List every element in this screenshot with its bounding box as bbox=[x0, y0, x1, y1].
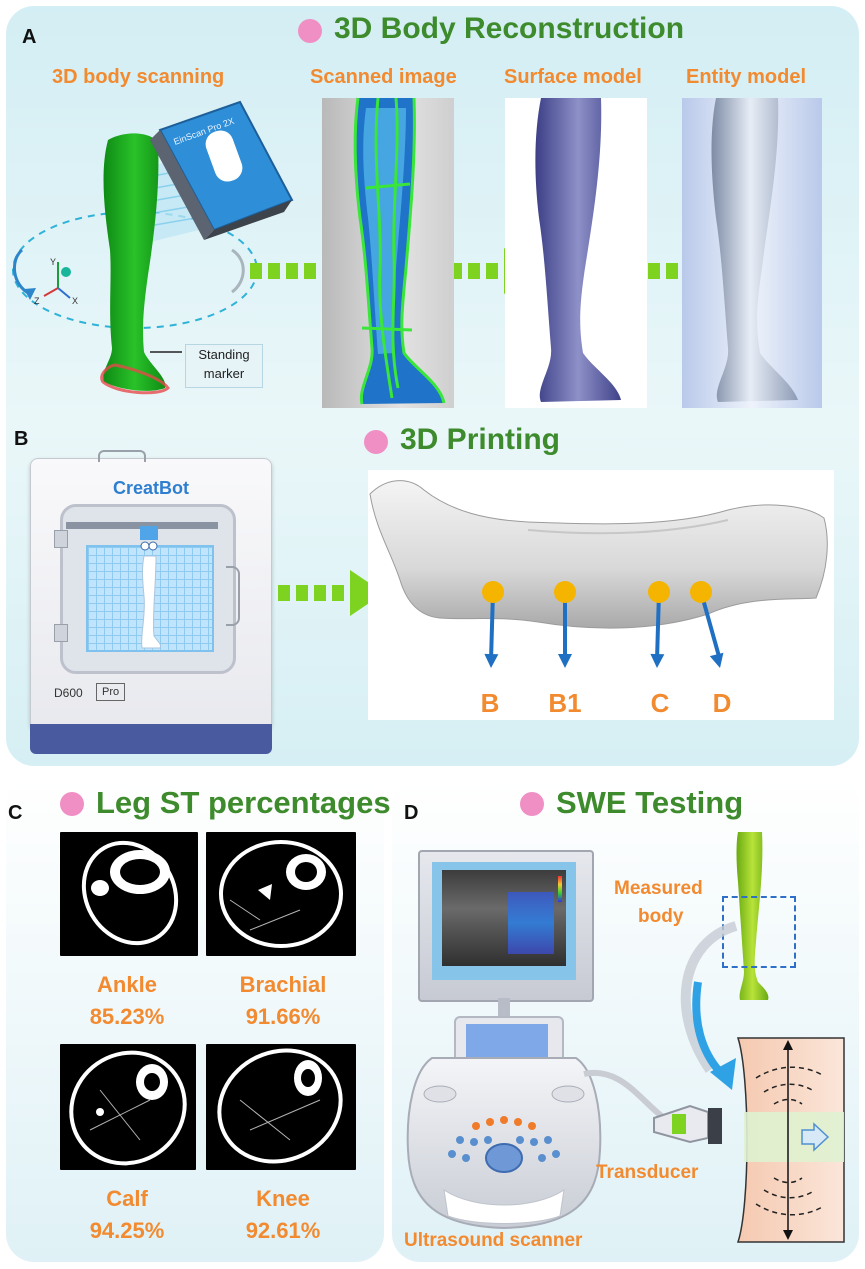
step-label-scanned-image: Scanned image bbox=[310, 66, 457, 88]
standing-marker-line2: marker bbox=[203, 366, 245, 381]
transducer-icon bbox=[653, 1104, 722, 1144]
swe-title: SWE Testing bbox=[556, 785, 744, 820]
measurement-point-c bbox=[648, 581, 670, 603]
measurement-arrow-c bbox=[655, 591, 661, 661]
reconstruction-title: 3D Body Reconstruction bbox=[334, 12, 685, 45]
measurement-label-c: C bbox=[651, 688, 670, 718]
wave-direction-arrow-icon bbox=[801, 1122, 830, 1152]
handheld-scanner: EinScan Pro 2X bbox=[150, 100, 294, 240]
measurement-point-b1 bbox=[554, 581, 576, 603]
title-bullet-icon bbox=[298, 19, 322, 43]
section-name-knee: Knee bbox=[256, 1186, 310, 1211]
title-bullet-icon bbox=[520, 792, 544, 816]
rotate-right-icon bbox=[231, 248, 245, 294]
standing-marker-outline bbox=[100, 363, 170, 395]
step-label-scanning: 3D body scanning bbox=[52, 66, 225, 88]
measurement-arrowhead-b bbox=[484, 653, 499, 668]
measurement-points: B B1 C D bbox=[481, 581, 732, 718]
panel-label-d: D bbox=[404, 802, 419, 824]
measurement-label-d: D bbox=[713, 688, 732, 718]
measured-body-leg bbox=[736, 832, 769, 1000]
scanning-scene: Y X Z EinScan Pro 2X bbox=[12, 100, 294, 395]
printer-model-label: D600 bbox=[54, 686, 83, 700]
measured-body-label-line1: Measured bbox=[614, 878, 703, 899]
ct-image-brachial bbox=[206, 832, 356, 956]
measurement-label-b: B bbox=[481, 688, 500, 718]
measurement-arrowhead-b1 bbox=[558, 654, 572, 668]
section-name-ankle: Ankle bbox=[97, 972, 157, 997]
printer-door-handle bbox=[226, 566, 240, 626]
panel-label-a: A bbox=[22, 26, 37, 48]
entity-model-leg bbox=[711, 98, 798, 402]
printing-leg-icon bbox=[141, 555, 161, 649]
tissue-block bbox=[736, 1037, 845, 1243]
transducer-label: Transducer bbox=[596, 1162, 699, 1183]
section-name-brachial: Brachial bbox=[239, 972, 327, 997]
printer-gantry bbox=[66, 522, 218, 529]
printer-nozzle-icon bbox=[140, 526, 158, 551]
standing-marker-label: Standing marker bbox=[185, 344, 263, 388]
elastography-overlay bbox=[508, 892, 554, 954]
printer-base bbox=[30, 724, 272, 754]
printer-door-hinge-bottom bbox=[54, 624, 68, 642]
printer-brand: CreatBot bbox=[112, 478, 189, 498]
measurement-label-b1: B1 bbox=[548, 688, 581, 718]
title-bullet-icon bbox=[60, 792, 84, 816]
scanned-leg bbox=[103, 133, 166, 391]
measurement-arrow-d bbox=[699, 591, 722, 661]
color-scale-bar bbox=[558, 876, 562, 902]
standing-marker-line1: Standing bbox=[198, 347, 250, 362]
axes-icon: Y X Z bbox=[34, 257, 78, 306]
ct-image-calf bbox=[60, 1044, 196, 1170]
st-title: Leg ST percentages bbox=[96, 785, 391, 820]
measurement-point-d bbox=[690, 581, 712, 603]
section-name-calf: Calf bbox=[106, 1186, 148, 1211]
axis-y-label: Y bbox=[50, 257, 56, 267]
printer-handle bbox=[98, 450, 146, 462]
panel-label-b: B bbox=[14, 428, 29, 450]
surface-model-leg bbox=[535, 98, 621, 402]
ultrasound-scanner-label: Ultrasound scanner bbox=[404, 1230, 583, 1251]
measurement-arrowhead-c bbox=[650, 653, 665, 668]
flow-arrow-blue bbox=[680, 921, 738, 1090]
trackball-icon bbox=[485, 1143, 523, 1173]
scanned-leg-heatmap bbox=[353, 97, 446, 405]
section-value-ankle: 85.23% bbox=[89, 1004, 165, 1029]
printer-door-hinge-top bbox=[54, 530, 68, 548]
measurement-arrow-b bbox=[489, 591, 495, 661]
monitor-stand bbox=[498, 998, 510, 1018]
step-label-entity-model: Entity model bbox=[686, 66, 807, 88]
title-bullet-icon bbox=[364, 430, 388, 454]
section-value-calf: 94.25% bbox=[89, 1218, 165, 1243]
ct-sections-overlay bbox=[69, 840, 343, 1166]
axis-z-label: Z bbox=[34, 296, 40, 306]
measurement-arrowhead-d bbox=[709, 652, 724, 668]
transducer-cable bbox=[583, 1069, 666, 1121]
ultrasound-console bbox=[406, 1057, 602, 1230]
ct-image-knee bbox=[206, 1044, 356, 1170]
section-value-brachial: 91.66% bbox=[245, 1004, 321, 1029]
flow-arrow-4 bbox=[278, 570, 384, 616]
panel-label-c: C bbox=[8, 802, 23, 824]
measurement-point-b bbox=[482, 581, 504, 603]
axis-x-label: X bbox=[72, 296, 78, 306]
printer-model-badge: Pro bbox=[96, 683, 126, 701]
step-label-surface-model: Surface model bbox=[504, 66, 642, 88]
printing-title: 3D Printing bbox=[400, 423, 561, 456]
measured-body-label-line2: body bbox=[638, 906, 684, 927]
section-value-knee: 92.61% bbox=[245, 1218, 321, 1243]
